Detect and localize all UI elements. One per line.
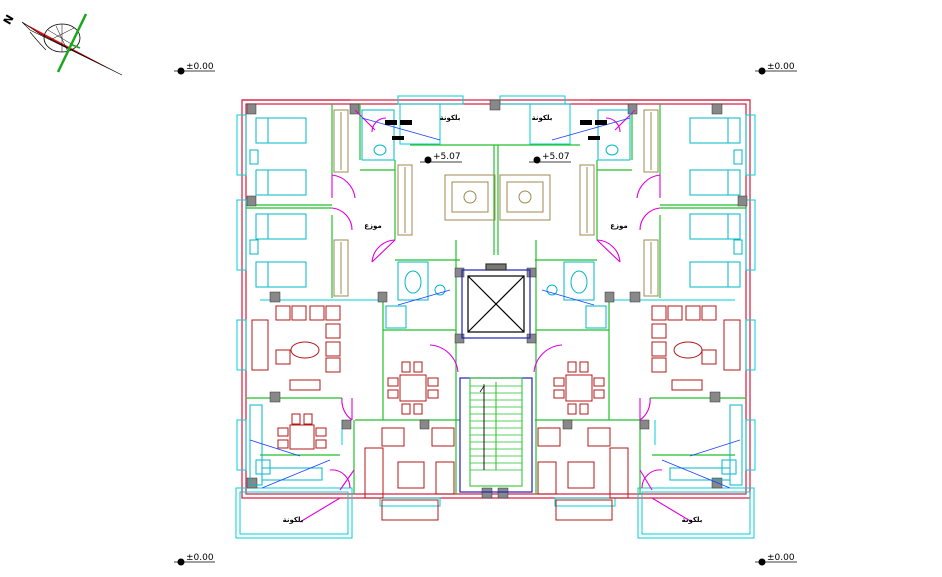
staircase: [459, 377, 533, 493]
room-label-corridor-right: موزع: [610, 222, 628, 230]
svg-text:±0.00: ±0.00: [767, 62, 795, 72]
beds-left: [249, 117, 307, 288]
armchair: [325, 341, 341, 357]
room-label-corridor-left: موزع: [364, 222, 382, 230]
bathrooms: [361, 109, 631, 329]
armchair: [685, 305, 701, 321]
armchair: [651, 323, 667, 339]
svg-text:±0.00: ±0.00: [767, 553, 795, 563]
svg-text:+5.07: +5.07: [542, 152, 570, 162]
columns: [246, 99, 748, 499]
armchair: [651, 305, 667, 321]
armchair: [275, 305, 291, 321]
kitchens: [249, 404, 743, 486]
svg-text:±0.00: ±0.00: [186, 553, 214, 563]
room-label-balcony-top-right: بلكونة: [532, 114, 553, 122]
armchair: [275, 349, 291, 365]
armchair: [667, 305, 683, 321]
svg-text:+5.07: +5.07: [433, 152, 461, 162]
armchair: [651, 341, 667, 357]
armchair: [651, 357, 667, 373]
armchair: [309, 305, 325, 321]
room-label-balcony-bottom-left: بلكونة: [283, 516, 304, 524]
room-label-balcony-bottom-right: بلكونة: [682, 516, 703, 524]
armchair: [701, 305, 717, 321]
level-marker-floor-right: +5.07: [529, 152, 571, 164]
windows: [235, 95, 756, 539]
armchair: [325, 305, 341, 321]
level-marker-floor-left: +5.07: [420, 152, 462, 164]
level-marker-top-left: ±0.00: [174, 62, 215, 75]
armchair: [701, 349, 717, 365]
electrical-marks: [249, 117, 741, 489]
furniture-right: [537, 305, 741, 521]
partitions: [246, 104, 746, 494]
north-letter: N: [1, 12, 17, 26]
lift-shaft: [461, 263, 531, 339]
beds-right: [689, 117, 743, 288]
svg-text:±0.00: ±0.00: [186, 62, 214, 72]
armchair: [291, 305, 307, 321]
furniture-left: [251, 305, 455, 521]
wardrobes: [333, 109, 659, 297]
north-arrow-icon: N: [1, 12, 123, 76]
level-marker-top-right: ±0.00: [755, 62, 797, 75]
armchair: [325, 323, 341, 339]
level-marker-bottom-right: ±0.00: [755, 553, 797, 566]
electrical-boxes: [385, 120, 607, 140]
room-label-balcony-top-left: بلكونة: [440, 114, 461, 122]
level-marker-bottom-left: ±0.00: [174, 553, 215, 566]
doors: [299, 109, 693, 523]
armchair: [325, 357, 341, 373]
